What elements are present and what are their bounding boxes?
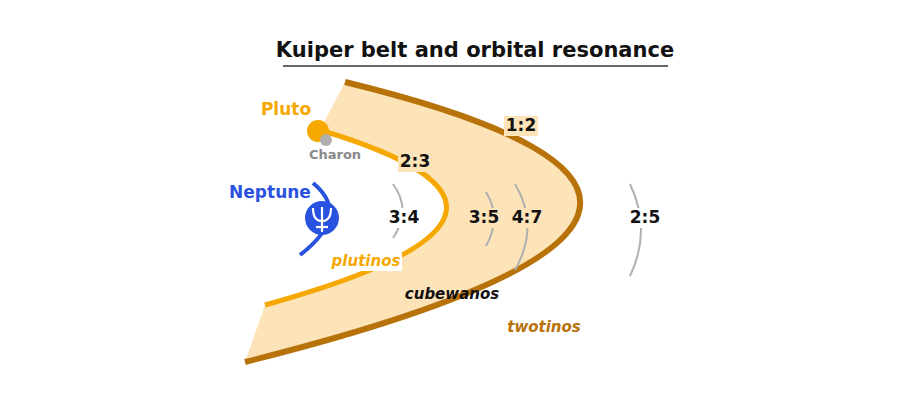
title-underline <box>283 65 668 67</box>
resonance-ratio: 3:4 <box>387 208 421 228</box>
group-name: twotinos <box>505 319 583 336</box>
resonance-ratio: 2:3 <box>398 152 432 172</box>
neptune-disc <box>305 201 339 235</box>
planet-name: Pluto <box>261 100 311 120</box>
group-name: plutinos <box>330 253 403 270</box>
planet-name: Neptune <box>229 183 311 203</box>
moon-name: Charon <box>309 148 361 163</box>
resonance-ratio: 3:5 <box>467 208 501 228</box>
resonance-ratio: 1:2 <box>504 116 538 136</box>
resonance-ratio: 4:7 <box>510 208 544 228</box>
diagram-title: Kuiper belt and orbital resonance <box>276 38 674 62</box>
neptune-trident <box>313 207 331 232</box>
plutino-orbit <box>265 130 446 305</box>
resonance-arc <box>630 184 641 276</box>
resonance-ratio: 2:5 <box>628 208 662 228</box>
group-name: cubewanos <box>405 286 499 303</box>
charon-disc <box>320 134 332 146</box>
